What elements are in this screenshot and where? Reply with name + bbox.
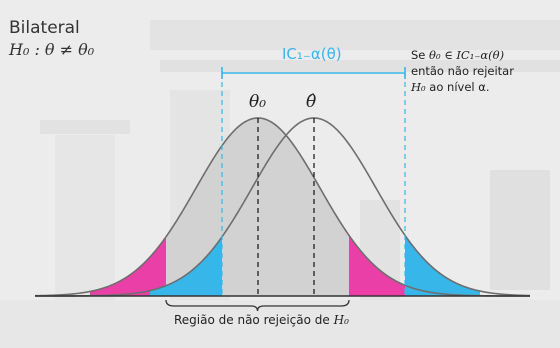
ci-tail-right xyxy=(405,235,480,296)
ci-tail-left xyxy=(150,236,222,296)
diagram-title: Bilateral xyxy=(9,18,80,38)
non-rejection-region-label: Região de não rejeição de H₀ xyxy=(174,313,349,327)
note-line-1: Se θ₀ ∈ IC₁₋α(θ) xyxy=(411,47,514,63)
null-distribution-curve xyxy=(34,117,530,297)
note-line-3-suffix: ao nível α. xyxy=(425,80,490,94)
rejection-tail-left xyxy=(90,236,166,296)
rejection-tail-right xyxy=(349,235,425,296)
estimate-distribution-curve xyxy=(35,117,531,297)
non-rejection-brace xyxy=(165,299,350,312)
region-label-prefix: Região de não rejeição de xyxy=(174,313,334,327)
note-line-1-prefix: Se xyxy=(411,48,430,62)
note-line-1-math: θ₀ ∈ IC₁₋α(θ) xyxy=(429,48,505,62)
hypothesis-label: H₀ : θ ≠ θ₀ xyxy=(9,40,95,59)
note-line-3: H₀ ao nível α. xyxy=(411,79,514,95)
note-line-2: então não rejeitar xyxy=(411,64,514,78)
confidence-interval-label: IC₁₋α(θ) xyxy=(282,45,342,63)
region-label-math: H₀ xyxy=(333,313,349,327)
thetahat-label: θ̂ xyxy=(306,92,317,112)
note-line-3-math: H₀ xyxy=(411,80,426,94)
theta0-label: θ₀ xyxy=(249,92,267,112)
decision-note: Se θ₀ ∈ IC₁₋α(θ) então não rejeitar H₀ a… xyxy=(411,47,514,95)
